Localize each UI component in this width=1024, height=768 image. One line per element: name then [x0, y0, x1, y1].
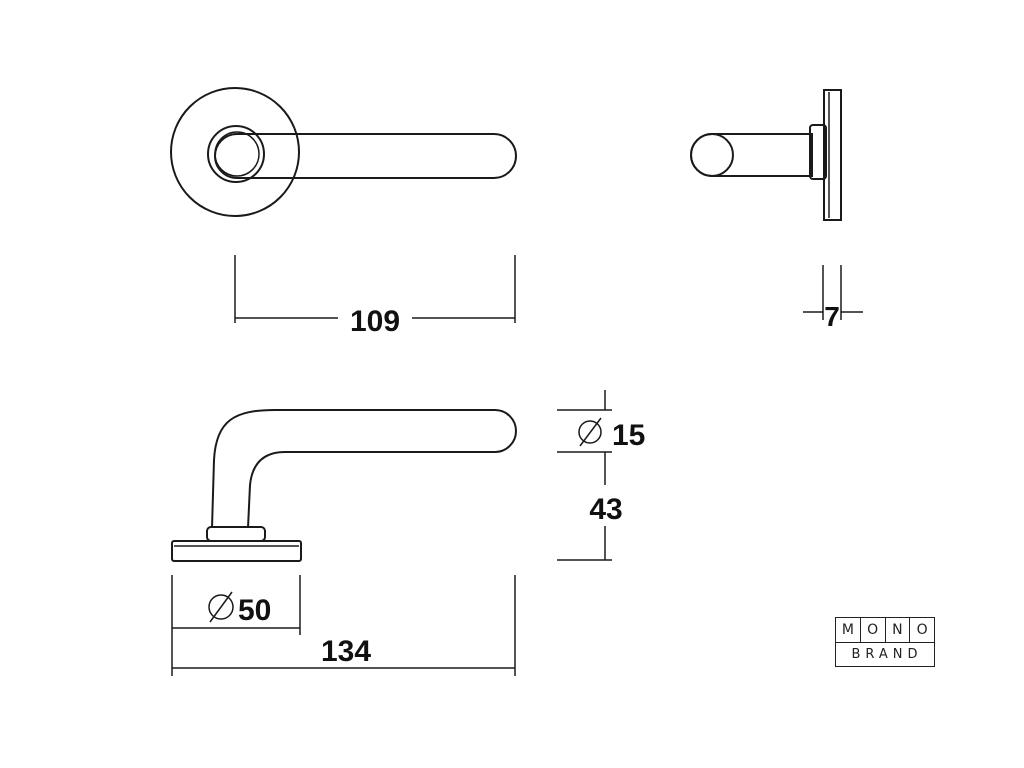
- logo-letter: M: [836, 618, 861, 642]
- front-view: [171, 409, 517, 562]
- dimension-15-label: 15: [612, 419, 645, 452]
- logo-bottom-text: BRAND: [851, 647, 923, 662]
- dimension-diameter-15: 15: [557, 390, 645, 453]
- side-view-lever-end: [690, 133, 734, 177]
- dimension-7: 7: [803, 265, 863, 332]
- top-view-collar-inner: [214, 131, 260, 177]
- dimension-109: 109: [234, 255, 516, 338]
- dimension-134-label: 134: [321, 635, 371, 668]
- logo-letter: N: [886, 618, 911, 642]
- logo-letter: O: [916, 622, 928, 638]
- side-view-collar: [809, 124, 827, 180]
- mono-brand-logo: M O N O BRAND: [835, 617, 935, 667]
- diameter-15-symbol: [578, 420, 602, 444]
- side-view-rose: [823, 89, 842, 221]
- top-view-rose-collar: [207, 125, 265, 183]
- diameter-50-symbol: [208, 594, 234, 620]
- front-view-rose: [171, 540, 302, 562]
- dimension-134: 134: [172, 575, 516, 676]
- front-view-collar: [206, 526, 266, 542]
- dimension-50-label: 50: [238, 594, 271, 627]
- top-view-rose: [170, 87, 300, 217]
- dimension-109-label: 109: [350, 305, 400, 338]
- logo-letter: O: [861, 618, 886, 642]
- dimension-43-label: 43: [589, 493, 622, 526]
- dimension-7-label: 7: [824, 301, 840, 332]
- front-view-lever: [211, 409, 517, 529]
- dimension-diameter-50: 50: [171, 575, 301, 676]
- top-view-lever: [214, 133, 517, 179]
- top-view: [170, 87, 517, 217]
- side-view-lever: [690, 133, 813, 177]
- side-view: [690, 89, 842, 221]
- dimension-43: 43: [557, 452, 623, 561]
- logo-top-row: M O N O: [836, 618, 934, 643]
